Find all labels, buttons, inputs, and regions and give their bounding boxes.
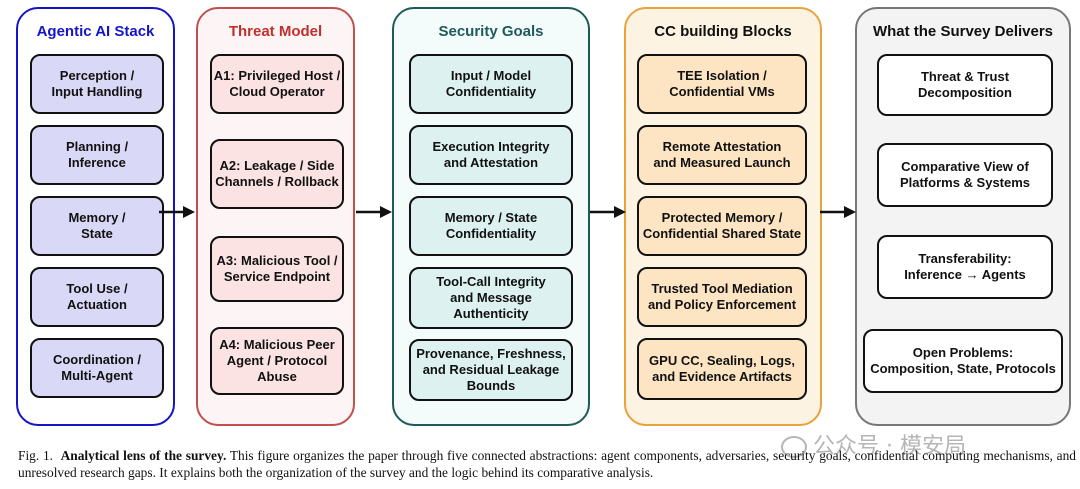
threat-box-a1: A1: Privileged Host / Cloud Operator bbox=[210, 54, 344, 114]
caption-label: Fig. 1. bbox=[18, 448, 54, 463]
cc-box-trusted-tool: Trusted Tool Mediation and Policy Enforc… bbox=[637, 267, 807, 327]
stack-box-planning: Planning / Inference bbox=[30, 125, 164, 185]
goal-box-execution-integrity: Execution Integrity and Attestation bbox=[409, 125, 573, 185]
stack-box-tool-use: Tool Use / Actuation bbox=[30, 267, 164, 327]
arrow-right-icon bbox=[356, 206, 392, 218]
column-cc-building-blocks: CC building Blocks TEE Isolation / Confi… bbox=[624, 7, 822, 426]
deliver-box-transferability: Transferability: Inference → Agents bbox=[877, 235, 1053, 299]
watermark: 公众号 · 模安局 bbox=[781, 428, 966, 460]
stack-box-memory: Memory / State bbox=[30, 196, 164, 256]
figure-caption: Fig. 1. Analytical lens of the survey. T… bbox=[18, 447, 1076, 481]
goal-box-provenance: Provenance, Freshness, and Residual Leak… bbox=[409, 339, 573, 401]
arrow-right-icon bbox=[820, 206, 856, 218]
column-title: What the Survey Delivers bbox=[872, 23, 1054, 40]
column-survey-delivers: What the Survey Delivers Threat & Trust … bbox=[855, 7, 1071, 426]
threat-box-a4: A4: Malicious Peer Agent / Protocol Abus… bbox=[210, 327, 344, 395]
caption-bold: Analytical lens of the survey. bbox=[60, 448, 227, 463]
arrow-right-icon bbox=[159, 206, 195, 218]
goal-box-tool-call: Tool-Call Integrity and Message Authenti… bbox=[409, 267, 573, 329]
cc-box-remote-attestation: Remote Attestation and Measured Launch bbox=[637, 125, 807, 185]
column-title: Threat Model bbox=[228, 23, 323, 40]
stack-box-perception: Perception / Input Handling bbox=[30, 54, 164, 114]
column-security-goals: Security Goals Input / Model Confidentia… bbox=[392, 7, 590, 426]
goal-box-input-model: Input / Model Confidentiality bbox=[409, 54, 573, 114]
column-title: CC building Blocks bbox=[654, 23, 792, 40]
stack-box-coordination: Coordination / Multi-Agent bbox=[30, 338, 164, 398]
arrow-right-icon bbox=[590, 206, 626, 218]
column-title: Security Goals bbox=[438, 23, 544, 40]
column-title: Agentic AI Stack bbox=[36, 23, 155, 40]
column-threat-model: Threat Model A1: Privileged Host / Cloud… bbox=[196, 7, 355, 426]
cc-box-gpu-cc: GPU CC, Sealing, Logs, and Evidence Arti… bbox=[637, 338, 807, 400]
threat-box-a3: A3: Malicious Tool / Service Endpoint bbox=[210, 236, 344, 302]
goal-box-memory-state: Memory / State Confidentiality bbox=[409, 196, 573, 256]
watermark-text: 公众号 · 模安局 bbox=[813, 434, 966, 459]
wechat-icon bbox=[781, 436, 807, 458]
deliver-box-comparative-view: Comparative View of Platforms & Systems bbox=[877, 143, 1053, 207]
threat-box-a2: A2: Leakage / Side Channels / Rollback bbox=[210, 139, 344, 209]
cc-box-protected-memory: Protected Memory / Confidential Shared S… bbox=[637, 196, 807, 256]
deliver-box-threat-trust: Threat & Trust Decomposition bbox=[877, 54, 1053, 116]
cc-box-tee-isolation: TEE Isolation / Confidential VMs bbox=[637, 54, 807, 114]
deliver-box-open-problems: Open Problems: Composition, State, Proto… bbox=[863, 329, 1063, 393]
column-agentic-ai-stack: Agentic AI Stack Perception / Input Hand… bbox=[16, 7, 175, 426]
caption-text: This figure organizes the paper through … bbox=[18, 448, 1077, 480]
